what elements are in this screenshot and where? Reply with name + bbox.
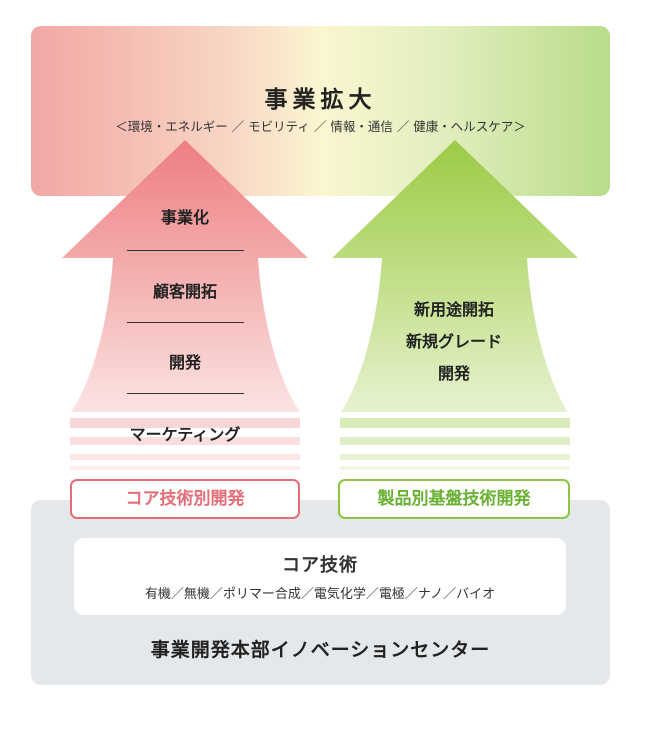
stage-commercialization: 事業化	[160, 208, 209, 227]
green-arrow	[332, 140, 578, 470]
green-label-new-grade: 新規グレード	[405, 332, 502, 351]
core-technology-list: 有機／無機／ポリマー合成／電気化学／電極／ナノ／バイオ	[144, 587, 496, 602]
business-fields-subtitle: ＜環境・エネルギー ／ モビリティ ／ 情報・通信 ／ 健康・ヘルスケア＞	[115, 119, 526, 134]
core-technology-box	[74, 538, 566, 615]
stage-divider	[127, 322, 244, 323]
stage-customer-development: 顧客開拓	[152, 282, 217, 301]
stage-divider	[127, 250, 244, 251]
green-label-new-applications: 新用途開拓	[413, 300, 494, 319]
stage-divider	[127, 393, 244, 394]
business-expansion-title: 事業拡大	[264, 87, 377, 113]
green-label-development: 開発	[437, 364, 470, 383]
product-platform-development-tag: 製品別基盤技術開発	[338, 479, 570, 519]
stage-marketing: マーケティング	[129, 425, 241, 444]
red-arrow	[62, 140, 308, 470]
core-technology-title: コア技術	[282, 555, 358, 576]
stage-development: 開発	[168, 353, 201, 372]
core-tech-development-tag: コア技術別開発	[70, 479, 300, 519]
organization-name: 事業開発本部イノベーションセンター	[150, 639, 491, 661]
business-expansion-banner	[31, 26, 610, 196]
